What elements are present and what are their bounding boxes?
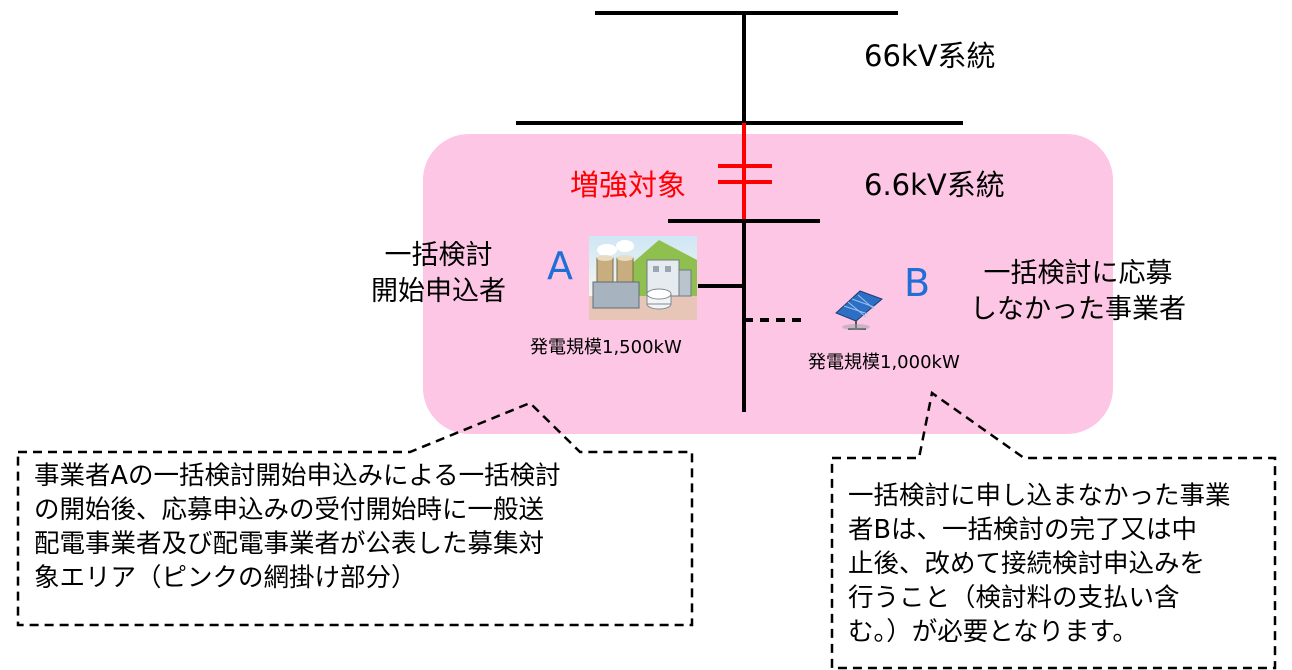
callout-right-line: 行うこと（検討料の支払い含: [848, 583, 1180, 613]
applicant-b-role: 一括検討に応募 しなかった事業者: [970, 256, 1186, 328]
callout-left-text: 事業者Aの一括検討開始申込みによる一括検討 の開始後、応募申込みの受付開始時に一…: [34, 459, 561, 595]
reinforcement-label: 増強対象: [570, 168, 687, 202]
solar-panel-icon: [835, 290, 883, 330]
applicant-a-capacity: 発電規模1,500kW: [530, 337, 682, 358]
callout-right-line: 一括検討に申し込まなかった事業: [848, 481, 1231, 511]
applicant-a-letter: A: [547, 244, 573, 288]
applicant-b-letter: B: [904, 261, 931, 305]
callout-left-line: 配電事業者及び配電事業者が公表した募集対: [34, 529, 545, 559]
power-plant-icon: [589, 236, 697, 320]
applicant-a-role: 一括検討 開始申込者: [371, 238, 506, 310]
callout-left-border: [16, 401, 694, 627]
callout-left-line: 事業者Aの一括検討開始申込みによる一括検討: [34, 461, 561, 491]
callout-right-border: [830, 390, 1277, 670]
callout-right-line: 止後、改めて接続検討申込みを: [848, 549, 1206, 579]
callout-left-line: 象エリア（ピンクの網掛け部分）: [34, 563, 417, 593]
callout-right-text: 一括検討に申し込まなかった事業 者Bは、一括検討の完了又は中 止後、改めて接続検…: [848, 479, 1231, 649]
callout-right-line: 者Bは、一括検討の完了又は中: [848, 515, 1197, 545]
applicant-b-role-line: 一括検討に応募: [983, 258, 1173, 289]
lower-system-label: 6.6kV系統: [864, 168, 1005, 202]
callout-right-line: む。）が必要となります。: [848, 617, 1138, 647]
applicant-b-capacity: 発電規模1,000kW: [808, 352, 960, 373]
applicant-b-role-line: しなかった事業者: [970, 294, 1186, 325]
upper-system-label: 66kV系統: [864, 39, 996, 73]
applicant-a-role-line: 一括検討: [384, 240, 493, 271]
callout-left-line: の開始後、応募申込みの受付開始時に一般送: [34, 495, 545, 525]
applicant-a-role-line: 開始申込者: [371, 276, 506, 307]
